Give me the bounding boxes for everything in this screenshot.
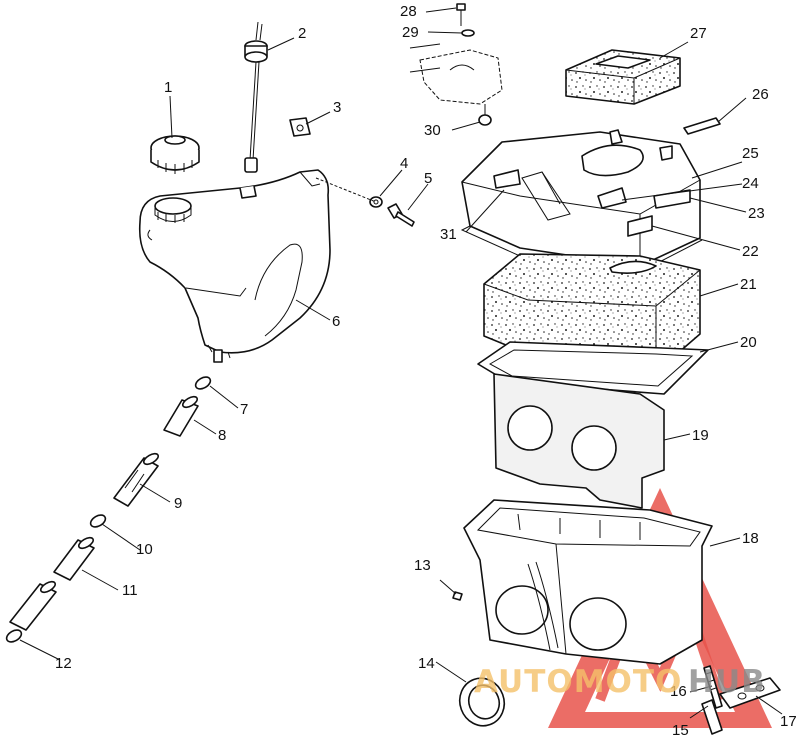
callout-3: 3	[333, 99, 341, 116]
mounting-bracket	[409, 43, 503, 105]
callout-6: 6	[332, 313, 340, 330]
fuel-cap	[150, 135, 200, 174]
callout-16: 16	[670, 683, 687, 700]
strap	[683, 117, 721, 135]
callout-21: 21	[740, 276, 757, 293]
callout-2: 2	[298, 25, 306, 42]
drain-screw	[439, 579, 463, 601]
watermark-word-a: AUTOMOTO	[474, 664, 682, 700]
callout-labels: 1 2 3 4 5 6 7 8 9 10 11 12 13 14 15 16 1…	[55, 3, 797, 739]
hose-clamp-lower	[5, 629, 23, 643]
callout-7: 7	[240, 401, 248, 418]
callout-12: 12	[55, 655, 72, 672]
callout-17: 17	[780, 713, 797, 730]
fuel-hose-lower	[9, 536, 95, 631]
callout-15: 15	[672, 722, 689, 739]
fuel-tank	[138, 169, 331, 363]
nut	[478, 104, 492, 126]
callout-11: 11	[122, 582, 138, 599]
callout-24: 24	[742, 175, 759, 192]
grommet	[289, 117, 311, 137]
callout-10: 10	[136, 541, 153, 558]
callout-29: 29	[402, 24, 419, 41]
bolt	[387, 203, 415, 227]
lock-washer	[461, 29, 475, 37]
callout-22: 22	[742, 243, 759, 260]
hose-clamp-middle	[89, 514, 107, 528]
screw	[456, 3, 466, 26]
fuel-sender	[244, 21, 268, 173]
hose-clamp-upper	[194, 376, 212, 390]
callout-20: 20	[740, 334, 757, 351]
watermark-word-b: HUB	[688, 664, 766, 700]
bracket-bolt	[703, 665, 723, 709]
callout-28: 28	[400, 3, 417, 20]
washer	[369, 196, 383, 208]
callout-31: 31	[440, 226, 457, 243]
airbox-cover	[460, 129, 703, 273]
callout-4: 4	[400, 155, 408, 172]
leader-lines	[19, 7, 783, 719]
callout-18: 18	[742, 530, 759, 547]
callout-14: 14	[418, 655, 435, 672]
callout-25: 25	[742, 145, 759, 162]
airbox-base	[463, 499, 713, 665]
breather-foam	[565, 49, 681, 105]
callout-8: 8	[218, 427, 226, 444]
callout-19: 19	[692, 427, 709, 444]
callout-1: 1	[164, 79, 172, 96]
callout-13: 13	[414, 557, 431, 574]
watermark-wordmark: AUTOMOTO HUB	[474, 664, 766, 700]
rubber-boot	[458, 677, 506, 727]
fuel-hose-upper	[163, 395, 199, 437]
callout-5: 5	[424, 170, 432, 187]
fuel-filter	[113, 452, 160, 507]
callout-30: 30	[424, 122, 441, 139]
callout-27: 27	[690, 25, 707, 42]
callout-23: 23	[748, 205, 765, 222]
watermark-triangle	[548, 488, 772, 728]
callout-9: 9	[174, 495, 182, 512]
support-bracket	[701, 677, 781, 735]
callout-26: 26	[752, 86, 769, 103]
mounting-plate	[493, 373, 665, 509]
